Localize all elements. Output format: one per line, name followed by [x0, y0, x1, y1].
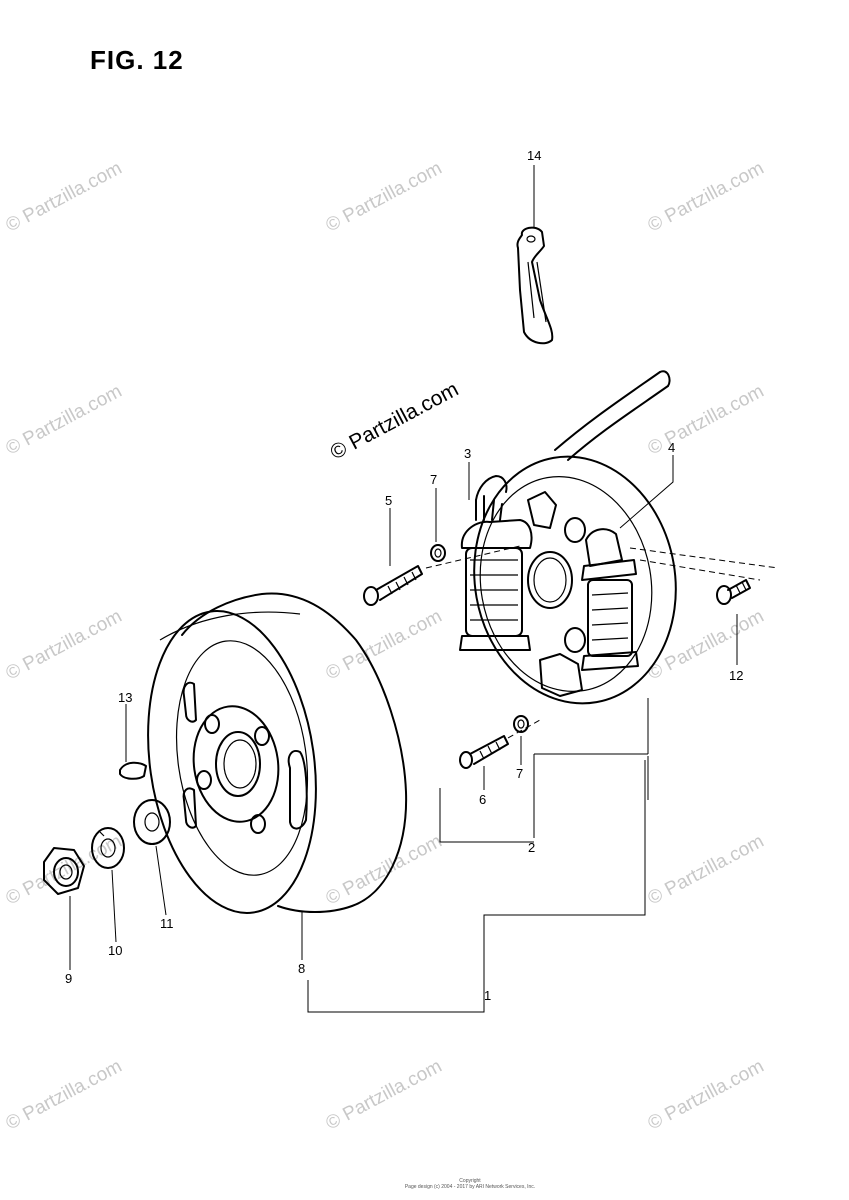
- nut-part-7-lower: [513, 715, 529, 733]
- coil-part-3: [459, 475, 533, 651]
- page-footer: Copyright Page design (c) 2004 - 2017 by…: [370, 1178, 570, 1190]
- watermark: © Partzilla.com: [644, 1056, 767, 1135]
- watermark-group: © Partzilla.com © Partzilla.com © Partzi…: [2, 158, 767, 1135]
- lock-washer-part-10: [91, 827, 125, 869]
- watermark: © Partzilla.com: [644, 606, 767, 685]
- watermark: © Partzilla.com: [322, 606, 445, 685]
- screw-part-6: [459, 719, 541, 769]
- callout-1: 1: [484, 988, 491, 1003]
- stator-assembly: [459, 370, 779, 705]
- callout-7-upper: 7: [430, 472, 437, 487]
- callouts: 1 2 3 4 5 6 7 7 8 9 10 11 12 13 14: [65, 148, 743, 1003]
- watermark: © Partzilla.com: [322, 831, 445, 910]
- washer-part-11: [133, 799, 171, 845]
- watermark: © Partzilla.com: [2, 1056, 125, 1135]
- watermark: © Partzilla.com: [2, 381, 125, 460]
- callout-12: 12: [729, 668, 743, 683]
- watermark: © Partzilla.com: [322, 1056, 445, 1135]
- callout-11: 11: [160, 916, 174, 931]
- callout-3: 3: [464, 446, 471, 461]
- watermark: © Partzilla.com: [2, 158, 125, 237]
- callout-4: 4: [668, 440, 675, 455]
- callout-10: 10: [108, 943, 122, 958]
- watermark-center: © Partzilla.com: [327, 378, 463, 465]
- key-part-13: [119, 761, 147, 780]
- watermark: © Partzilla.com: [644, 381, 767, 460]
- footer-copyright: Copyright: [459, 1178, 481, 1184]
- footer-credit: Page design (c) 2004 - 2017 by ARI Netwo…: [404, 1184, 536, 1190]
- callout-14: 14: [527, 148, 541, 163]
- screw-part-12: [716, 579, 751, 605]
- callout-9: 9: [65, 971, 72, 986]
- clip-part-14: [516, 226, 554, 345]
- nut-part-9: [43, 847, 85, 895]
- coil-part-4: [581, 528, 639, 671]
- callout-6: 6: [479, 792, 486, 807]
- screw-part-5: [363, 545, 521, 606]
- watermark: © Partzilla.com: [2, 606, 125, 685]
- watermark: © Partzilla.com: [644, 831, 767, 910]
- callout-2: 2: [528, 840, 535, 855]
- watermark: © Partzilla.com: [2, 831, 125, 910]
- figure-title: FIG. 12: [90, 45, 184, 75]
- callout-13: 13: [118, 690, 132, 705]
- nut-part-7-upper: [430, 544, 446, 562]
- callout-8: 8: [298, 961, 305, 976]
- watermark: © Partzilla.com: [644, 158, 767, 237]
- callout-7-lower: 7: [516, 766, 523, 781]
- callout-5: 5: [385, 493, 392, 508]
- watermark: © Partzilla.com: [322, 158, 445, 237]
- leader-lines: [69, 165, 738, 1013]
- rotor-part-8: [147, 592, 408, 914]
